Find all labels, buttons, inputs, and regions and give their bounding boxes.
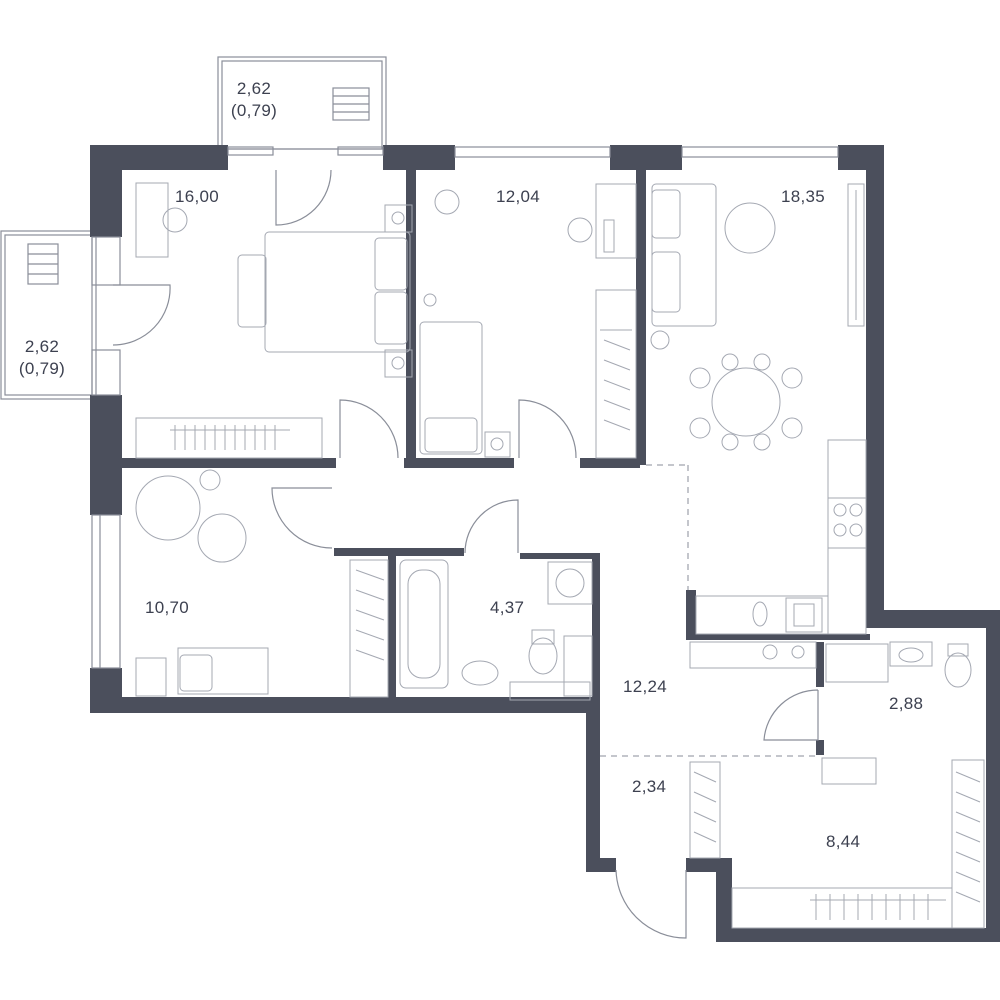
toilet-icon	[944, 652, 972, 688]
wardrobe-icon	[349, 559, 389, 698]
bathroom-area: 4,37	[490, 598, 525, 617]
bedroom-2-area: 12,04	[496, 187, 541, 206]
wardrobe-icon	[595, 289, 637, 459]
wc-area: 2,88	[889, 694, 924, 713]
sink-icon	[461, 660, 499, 686]
dashed-zones	[600, 464, 816, 757]
balconies	[0, 56, 387, 400]
furniture	[135, 182, 985, 929]
sofa-icon	[651, 183, 717, 327]
washing-machine-icon	[547, 561, 593, 605]
entrance-area: 2,34	[632, 777, 667, 796]
shoe-rack-icon	[689, 761, 721, 859]
balcony-left-outline	[0, 230, 97, 400]
windows	[91, 146, 839, 669]
storage-room-area: 8,44	[826, 832, 861, 851]
storage-shelf-icon	[951, 759, 985, 929]
toilet-icon	[528, 637, 558, 675]
walls	[90, 145, 1000, 942]
hallway-area: 12,24	[623, 677, 668, 696]
bed-icon	[419, 321, 483, 455]
desk-icon	[595, 183, 637, 259]
desk-icon	[135, 182, 169, 258]
radiator-icon	[332, 87, 370, 121]
bedroom-3-area: 10,70	[145, 598, 190, 617]
kitchen-counter-icon	[827, 439, 867, 635]
bed-icon	[177, 647, 269, 695]
armchair-icon	[135, 475, 201, 541]
wardrobe-icon	[135, 417, 323, 459]
bedroom-1-area: 16,00	[175, 187, 220, 206]
balcony-top-area: 2,62 (0,79)	[230, 79, 278, 120]
bathtub-icon	[399, 559, 449, 689]
tv-stand-icon	[847, 183, 865, 327]
radiator-icon	[27, 243, 59, 285]
doors	[112, 169, 819, 939]
living-kitchen-area: 18,35	[781, 187, 826, 206]
balcony-left-area: 2,62 (0,79)	[18, 337, 66, 378]
wc-sink-icon	[889, 641, 933, 667]
dining-table-icon	[711, 367, 781, 437]
bed-icon	[264, 231, 411, 353]
